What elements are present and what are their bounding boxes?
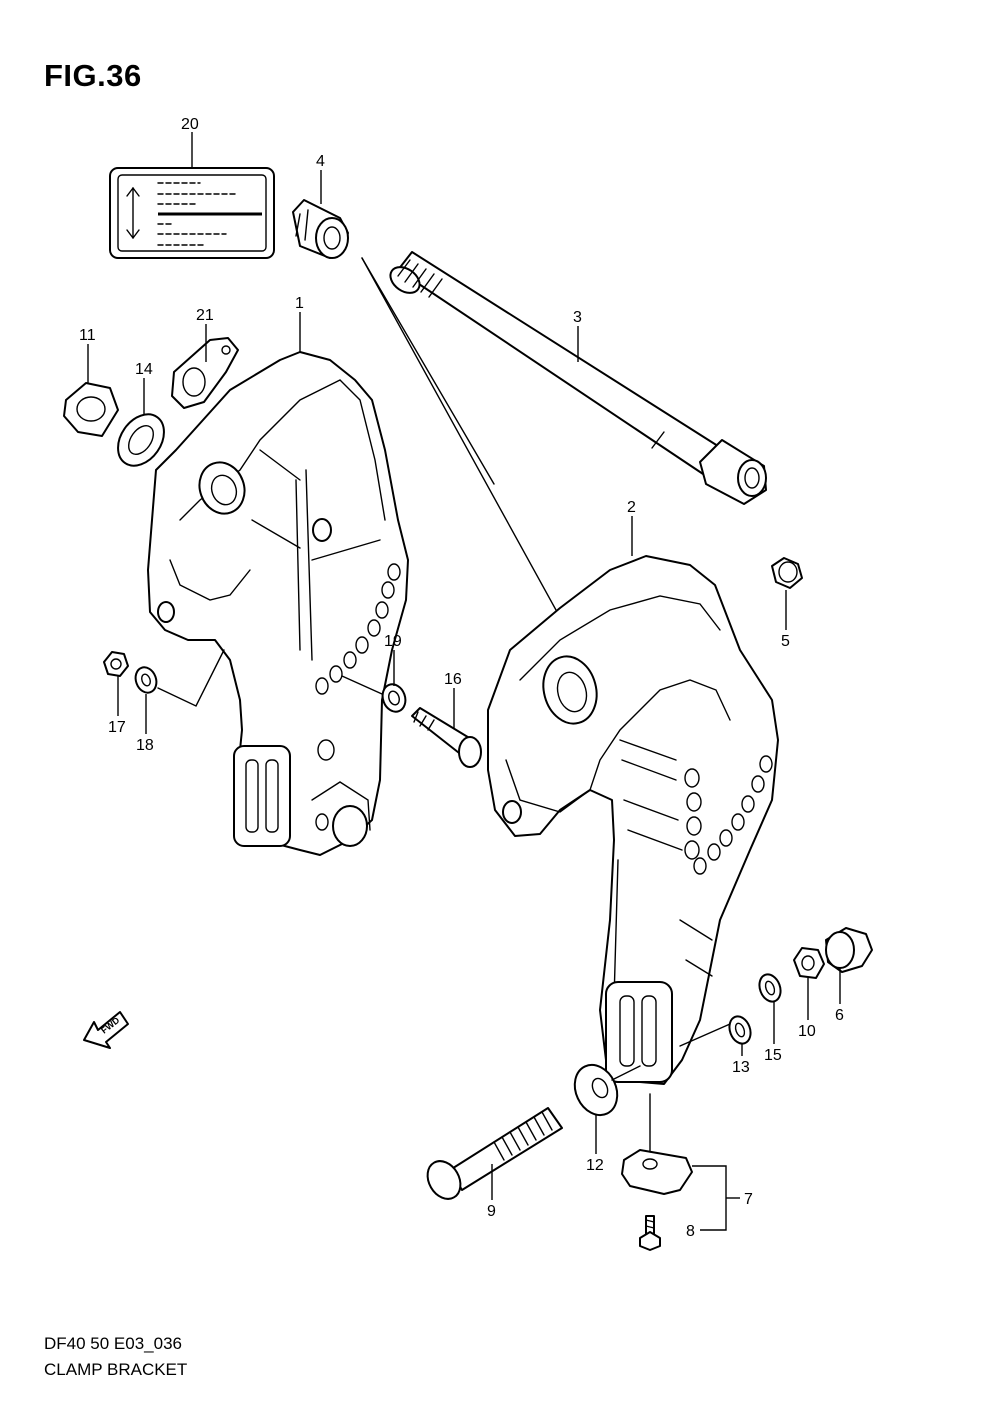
- callout-15: 15: [764, 1047, 782, 1064]
- callout-16: 16: [444, 671, 462, 688]
- callout-18: 18: [136, 737, 154, 754]
- diagram-code: DF40 50 E03_036: [44, 1334, 182, 1353]
- callout-6: 6: [835, 1007, 844, 1024]
- callout-13: 13: [732, 1059, 750, 1076]
- figure-title: FIG.36: [44, 58, 142, 93]
- part-5-bushing[interactable]: [771, 557, 803, 589]
- callout-20: 20: [181, 116, 199, 133]
- part-10-nut[interactable]: [793, 947, 825, 979]
- assembly-leader-line: [361, 257, 495, 485]
- bolt-thread: [493, 1111, 553, 1161]
- part-6-cap[interactable]: [825, 927, 873, 973]
- part-21-plate[interactable]: [171, 337, 239, 409]
- part-12-washer[interactable]: [567, 1058, 625, 1122]
- part-19-washer[interactable]: [379, 681, 409, 715]
- callout-19: 19: [384, 633, 402, 650]
- callout-5: 5: [781, 633, 790, 650]
- part-1-clamp-bracket-left[interactable]: [147, 351, 409, 856]
- callout-10: 10: [798, 1023, 816, 1040]
- part-13-leader: [679, 1023, 731, 1047]
- part-18-leader: [157, 649, 225, 707]
- callout-14: 14: [135, 361, 153, 378]
- part-17-nut[interactable]: [103, 651, 129, 677]
- callout-17: 17: [108, 719, 126, 736]
- part-8-screw[interactable]: [639, 1215, 661, 1251]
- callout-labels: 20 4 3 1 21 11 14 2 5 19 16 17 18 6 10 1…: [79, 116, 844, 1240]
- fwd-direction-arrow: FWD: [83, 1011, 129, 1049]
- callout-3: 3: [573, 309, 582, 326]
- callout-9: 9: [487, 1203, 496, 1220]
- callout-4: 4: [316, 153, 325, 170]
- part-14-washer[interactable]: [109, 406, 174, 475]
- part-19-leader: [341, 675, 383, 695]
- part-7-pad[interactable]: [621, 1149, 693, 1195]
- callout-leader-lines: [87, 132, 841, 1231]
- part-12-leader: [611, 1065, 641, 1081]
- part-4-bushing[interactable]: [292, 199, 349, 259]
- part-3-through-bolt[interactable]: [386, 251, 767, 505]
- callout-21: 21: [196, 307, 214, 324]
- callout-2: 2: [627, 499, 636, 516]
- part-18-washer[interactable]: [132, 664, 160, 695]
- part-16-pin-bolt[interactable]: [411, 707, 482, 768]
- part-11-nut[interactable]: [63, 382, 119, 437]
- part-9-bolt[interactable]: [421, 1107, 563, 1205]
- bracket-2-adjustment-holes: [684, 755, 773, 875]
- callout-8: 8: [686, 1223, 695, 1240]
- bracket-1-adjustment-holes: [315, 563, 401, 695]
- part-20-label-plate[interactable]: [109, 167, 275, 259]
- diagram-name: CLAMP BRACKET: [44, 1360, 188, 1379]
- callout-11: 11: [79, 327, 96, 344]
- part-2-clamp-bracket-right[interactable]: [487, 555, 779, 1085]
- callout-7: 7: [744, 1191, 753, 1208]
- part-13-washer[interactable]: [726, 1013, 754, 1046]
- callout-1: 1: [295, 295, 304, 312]
- callout-12: 12: [586, 1157, 604, 1174]
- part-15-lock-washer[interactable]: [756, 971, 784, 1004]
